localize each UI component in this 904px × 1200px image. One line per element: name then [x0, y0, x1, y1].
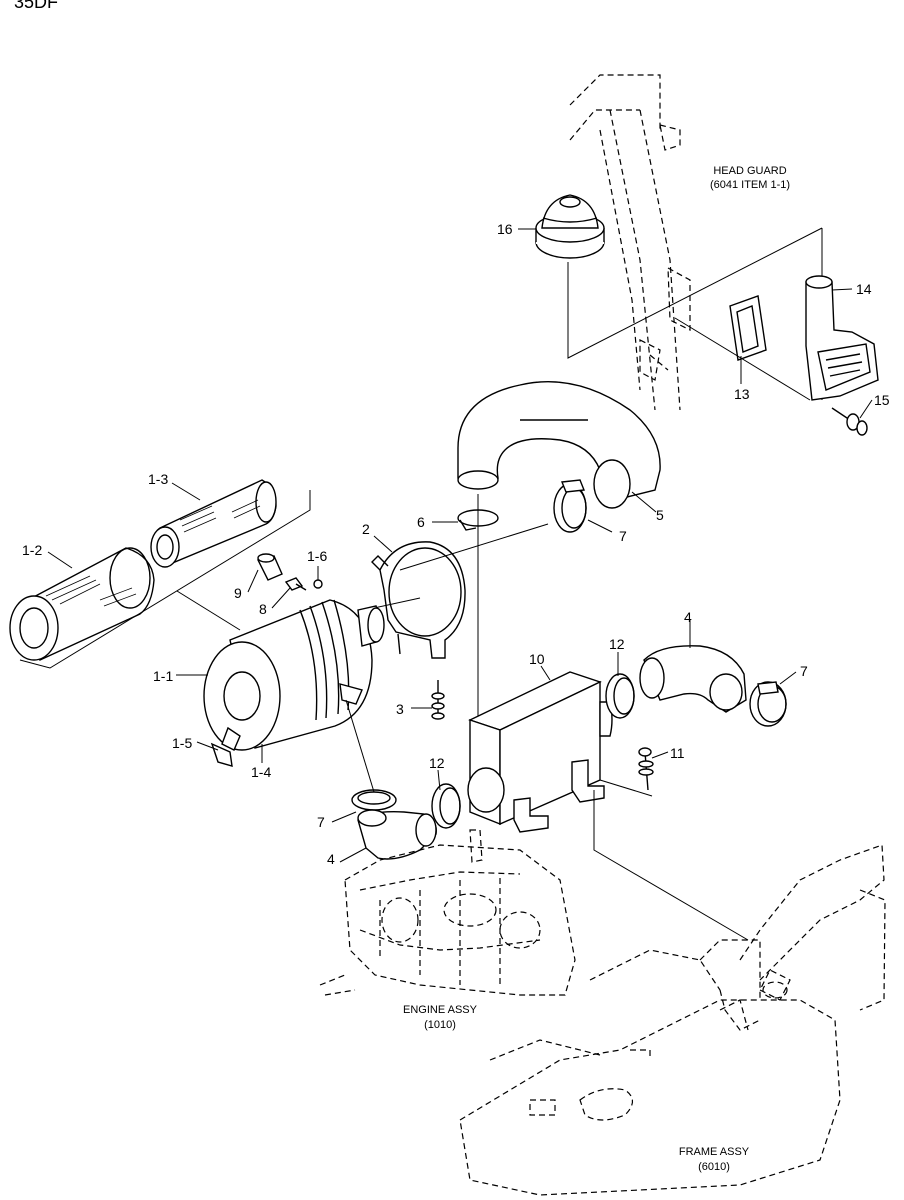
frame-name: FRAME ASSY	[679, 1146, 750, 1158]
part-4-elbow-lower	[357, 809, 437, 860]
label-12-upper: 12	[609, 636, 625, 652]
part-15-bolt	[831, 407, 868, 436]
label-7-lower: 7	[317, 814, 325, 830]
part-11-bolt	[638, 747, 654, 791]
assembly-captions: HEAD GUARD (6041 ITEM 1-1) ENGINE ASSY (…	[403, 165, 790, 1173]
label-1-5: 1-5	[172, 735, 192, 751]
label-9: 9	[234, 585, 242, 601]
model-title: 35DF	[14, 0, 58, 12]
head-guard-name: HEAD GUARD	[713, 165, 786, 177]
part-12-clamp-lower	[431, 783, 461, 829]
engine-assembly-outline	[319, 829, 576, 996]
part-12-clamp-upper	[605, 673, 635, 719]
label-16: 16	[497, 221, 513, 237]
label-4-upper: 4	[684, 609, 692, 625]
frame-ref: (6010)	[698, 1161, 730, 1173]
part-2-mounting-band	[371, 541, 466, 659]
part-number-labels: 1-1 1-2 1-3 1-4 1-5 1-6 2 3 4 4 5 6 7 7 …	[22, 221, 890, 867]
label-1-2: 1-2	[22, 542, 42, 558]
part-3-bolt	[431, 680, 445, 720]
part-10-intake-box	[467, 671, 613, 833]
part-1-1-air-cleaner-housing	[203, 599, 385, 751]
part-7-clamp-lower-left	[351, 789, 397, 811]
part-5-u-pipe	[457, 381, 661, 509]
label-6: 6	[417, 514, 425, 530]
label-4-lower: 4	[327, 851, 335, 867]
part-7-clamp-right	[749, 681, 787, 727]
label-7-right: 7	[800, 663, 808, 679]
label-1-3: 1-3	[148, 471, 168, 487]
frame-assembly-outline	[459, 844, 886, 1196]
part-9-restriction-indicator	[256, 553, 283, 581]
head-guard-ref: (6041 ITEM 1-1)	[710, 179, 790, 191]
part-4-elbow-upper	[639, 645, 747, 713]
label-1-1: 1-1	[153, 668, 173, 684]
label-10: 10	[529, 651, 545, 667]
label-15: 15	[874, 392, 890, 408]
label-7-upper: 7	[619, 528, 627, 544]
part-1-6-screw	[313, 579, 323, 589]
label-2: 2	[362, 521, 370, 537]
part-14-intake-hood	[805, 275, 879, 401]
part-16-precleaner-cap	[535, 194, 605, 259]
part-1-2-outer-filter	[9, 547, 155, 662]
head-guard-structure	[569, 74, 691, 411]
label-13: 13	[734, 386, 750, 402]
part-1-3-inner-filter	[150, 479, 277, 568]
part-8-fitting	[284, 577, 307, 591]
part-13-gasket	[729, 295, 767, 361]
label-12-lower: 12	[429, 755, 445, 771]
part-7-clamp-upper	[553, 479, 587, 533]
label-5: 5	[656, 507, 664, 523]
label-8: 8	[259, 601, 267, 617]
label-1-4: 1-4	[251, 764, 271, 780]
callout-leaders	[47, 228, 873, 863]
label-11: 11	[670, 745, 685, 761]
label-3: 3	[396, 701, 404, 717]
label-1-6: 1-6	[307, 548, 327, 564]
label-14: 14	[856, 281, 872, 297]
engine-name: ENGINE ASSY	[403, 1004, 478, 1016]
engine-ref: (1010)	[424, 1019, 456, 1031]
part-1-5-evacuator-valve	[210, 726, 241, 767]
